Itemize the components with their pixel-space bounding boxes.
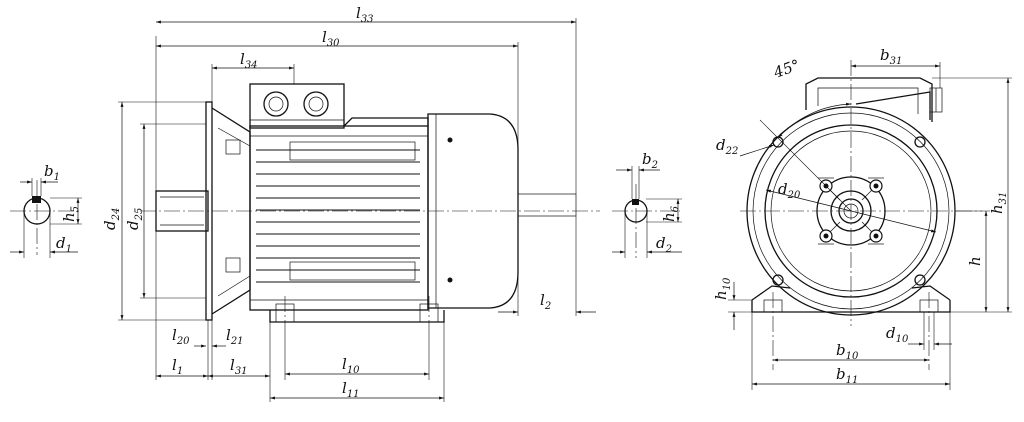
front-view-dimension-lines [728,62,1012,390]
label-h: h [966,256,984,266]
label-l11: l11 [342,379,360,400]
label-d2: d2 [656,234,672,255]
label-l30: l30 [322,28,340,49]
label-d10: d10 [886,324,909,345]
dimension-labels: l33 l30 l34 l2 l20 l21 l1 l31 l10 l11 d2… [44,4,1009,400]
label-l1: l1 [172,356,183,377]
shaft-section-drive-end [10,178,82,258]
label-l2: l2 [540,291,551,312]
side-view-dimension-lines [118,18,596,402]
label-l33: l33 [356,4,374,25]
label-b2: b2 [642,150,658,171]
label-d1: d1 [56,234,72,255]
label-l31: l31 [230,356,248,377]
label-angle-45: 45° [770,56,802,82]
motor-front-view [740,60,982,370]
label-d25: d25 [124,208,145,230]
label-l20: l20 [172,326,190,347]
label-l34: l34 [240,50,258,71]
label-d24: d24 [101,208,122,230]
label-h5: h5 [60,206,81,222]
label-d22: d22 [716,136,738,157]
label-l21: l21 [226,326,244,347]
cooling-fins [256,141,420,283]
shaft-section-non-drive-end [612,166,682,258]
label-b31: b31 [880,46,902,67]
terminal-box [249,83,429,129]
label-b11: b11 [836,365,858,386]
label-h10: h10 [712,277,733,300]
motor-side-view [140,83,600,330]
label-h31: h31 [988,192,1009,214]
label-l10: l10 [342,355,360,376]
label-b10: b10 [836,341,859,362]
label-b1: b1 [44,162,60,183]
label-d20: d20 [778,180,801,201]
label-h6: h6 [660,205,681,222]
